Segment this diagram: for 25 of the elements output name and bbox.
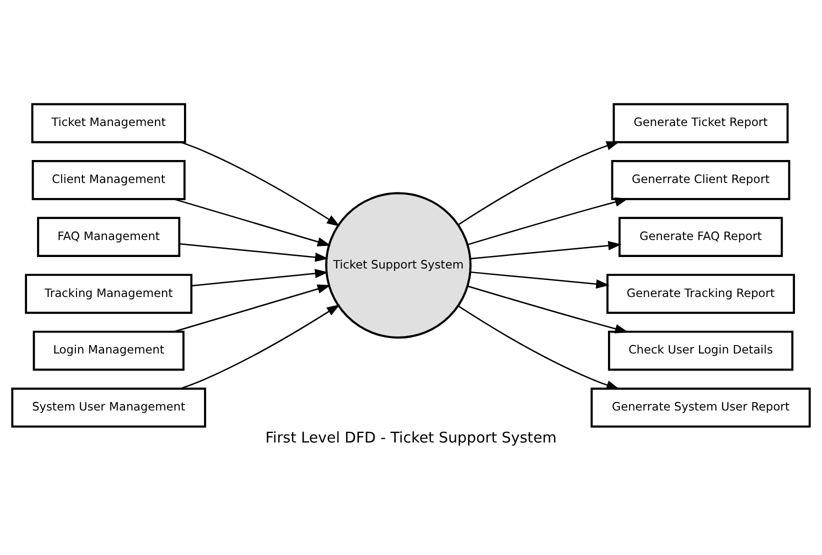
diagram-title: First Level DFD - Ticket Support System — [265, 430, 557, 447]
arrow — [174, 284, 331, 332]
arrow — [180, 304, 340, 390]
node-box: Generate Tracking Report — [606, 274, 795, 314]
arrow — [468, 286, 628, 334]
arrow — [191, 268, 328, 286]
arrow — [179, 243, 328, 262]
node-box: Ticket Management — [31, 103, 186, 144]
arrow — [174, 198, 331, 246]
node-box: Check User Login Details — [608, 330, 794, 371]
node-box: System User Management — [11, 388, 206, 428]
node-box: Generrate Client Report — [611, 160, 790, 200]
node-box: Generate FAQ Report — [618, 216, 783, 257]
arrow — [180, 142, 340, 226]
arrow — [458, 141, 620, 226]
node-box: Tracking Management — [24, 274, 192, 314]
node-box: Generrate System User Report — [590, 388, 811, 428]
node-box: Client Management — [32, 160, 186, 200]
node-box: Generate Ticket Report — [612, 103, 789, 144]
arrow — [468, 197, 628, 246]
node-box: Login Management — [32, 330, 185, 371]
arrow — [458, 305, 620, 390]
node-box: FAQ Management — [37, 216, 180, 257]
arrow — [470, 240, 622, 260]
arrow — [470, 271, 610, 289]
